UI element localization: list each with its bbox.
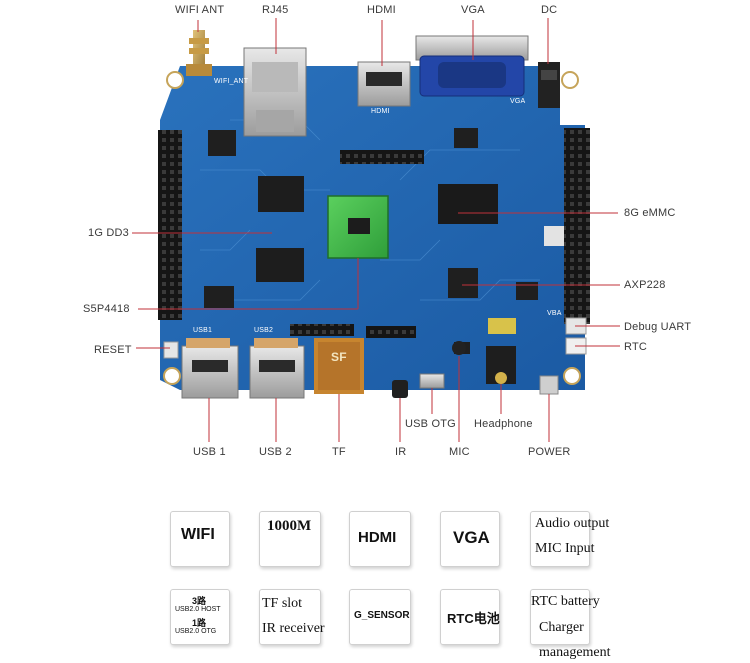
- feature-ir-line: IR receiver: [262, 621, 325, 636]
- feature-rtc-battery-text: RTC电池: [447, 611, 500, 626]
- feature-rtc-line1: RTC battery: [531, 594, 600, 609]
- tf-slot: [314, 338, 364, 394]
- feature-gigabit-text: 1000M: [267, 518, 312, 534]
- wifi-antenna: [186, 30, 212, 76]
- label-wifi-ant: WIFI ANT: [175, 4, 225, 16]
- sf-mark: SF: [331, 350, 347, 364]
- label-emmc: 8G eMMC: [624, 207, 676, 219]
- label-headphone: Headphone: [474, 418, 533, 430]
- feature-rtc-charger: RTC battery Charger management: [530, 589, 611, 660]
- label-power: POWER: [528, 446, 571, 458]
- hdmi-port: [357, 61, 411, 107]
- label-dc: DC: [541, 4, 558, 16]
- feature-wifi-text: WIFI: [181, 526, 215, 543]
- label-usb2: USB 2: [259, 446, 292, 458]
- feature-usb-line2: USB2.0 HOST: [175, 606, 221, 613]
- feature-audio-line1: Audio output: [535, 516, 610, 531]
- feature-hdmi-text: HDMI: [358, 529, 397, 546]
- feature-rtc-battery: RTC电池: [440, 589, 500, 645]
- feature-tf-ir: TF slot IR receiver: [259, 589, 325, 645]
- feature-vga-text: VGA: [453, 528, 490, 547]
- hdmi-silk: HDMI: [371, 108, 390, 115]
- label-tf: TF: [332, 446, 346, 458]
- usb2-port: [249, 338, 305, 399]
- label-rtc: RTC: [624, 341, 648, 353]
- ir-receiver: [392, 380, 408, 398]
- usb2-silk: USB2: [254, 327, 274, 334]
- label-vga: VGA: [461, 4, 485, 16]
- feature-usb-line3: 1路: [192, 618, 207, 628]
- usb1-port: [181, 338, 239, 399]
- vbat-silk: VBA: [547, 310, 562, 317]
- label-ddr3: 1G DD3: [88, 227, 129, 239]
- feature-gsensor: G_SENSOR: [349, 589, 411, 645]
- dc-jack: [538, 62, 560, 108]
- label-rj45: RJ45: [262, 4, 289, 16]
- feature-rtc-line3: management: [539, 645, 611, 660]
- reset-button: [163, 341, 179, 359]
- feature-audio: Audio output MIC Input: [530, 511, 609, 567]
- label-mic: MIC: [449, 446, 470, 458]
- label-axp228: AXP228: [624, 279, 666, 291]
- feature-audio-line2: MIC Input: [535, 541, 595, 556]
- feature-rtc-line2: Charger: [539, 620, 584, 635]
- mic-element: [452, 341, 466, 355]
- wifi-silk: WIFI_ANT: [214, 78, 249, 85]
- feature-hdmi: HDMI: [349, 511, 411, 567]
- label-hdmi: HDMI: [367, 4, 396, 16]
- feature-wifi: WIFI: [170, 511, 230, 567]
- label-ir: IR: [395, 446, 407, 458]
- feature-usb-line1: 3路: [192, 596, 207, 606]
- power-button: [539, 375, 559, 395]
- feature-tf-line: TF slot: [262, 596, 303, 611]
- vga-silk: VGA: [510, 98, 526, 105]
- label-s5p4418: S5P4418: [83, 303, 130, 315]
- label-usb-otg: USB OTG: [405, 418, 456, 430]
- feature-gigabit: 1000M: [259, 511, 321, 567]
- usb1-silk: USB1: [193, 327, 213, 334]
- feature-usb: 3路 USB2.0 HOST 1路 USB2.0 OTG: [170, 589, 230, 645]
- usb-otg-port: [419, 373, 445, 389]
- feature-gsensor-text: G_SENSOR: [354, 610, 410, 621]
- feature-usb-line4: USB2.0 OTG: [175, 628, 217, 635]
- label-usb1: USB 1: [193, 446, 226, 458]
- rj45-port: [243, 47, 307, 137]
- vga-port: [415, 35, 529, 97]
- feature-vga: VGA: [440, 511, 500, 567]
- label-reset: RESET: [94, 344, 132, 356]
- label-debug-uart: Debug UART: [624, 321, 692, 333]
